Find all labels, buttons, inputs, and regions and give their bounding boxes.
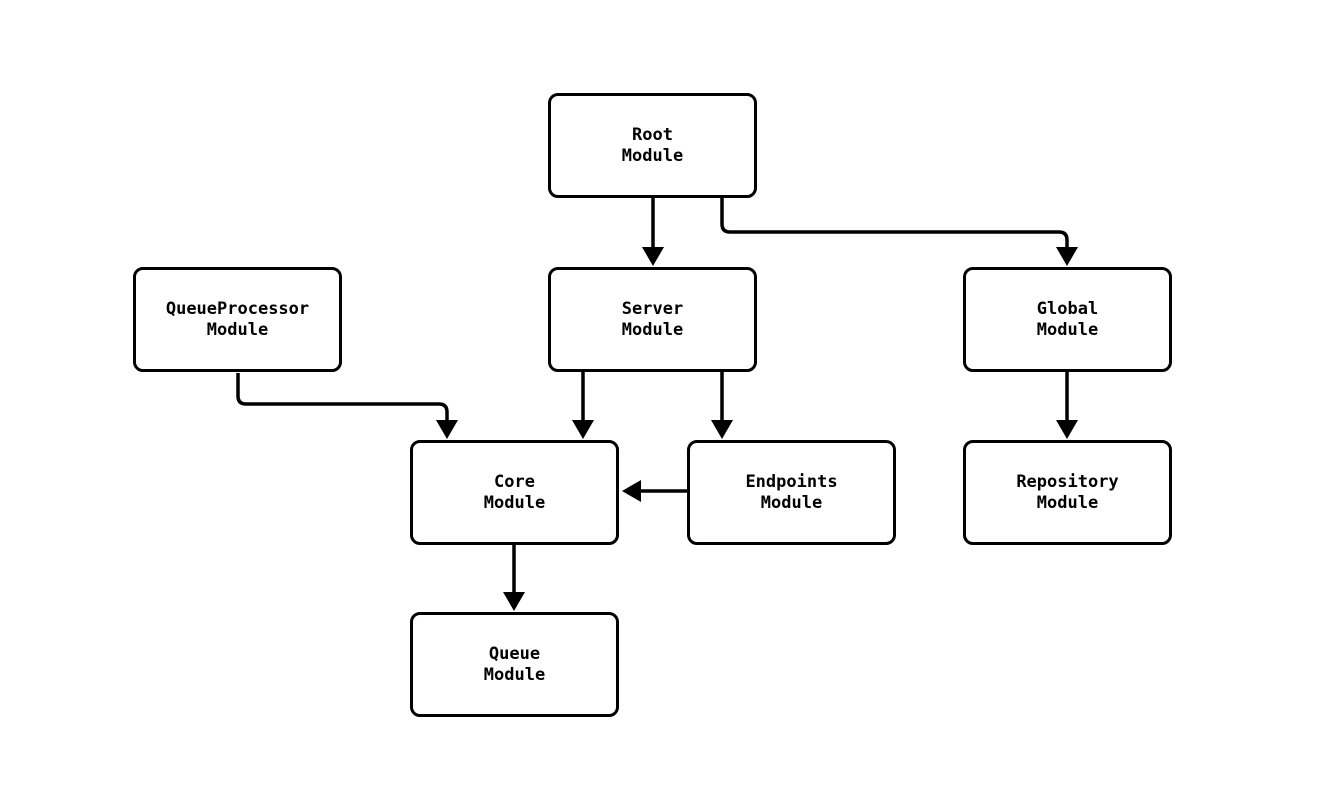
- node-repository-module: Repository Module: [963, 440, 1172, 545]
- node-repository-module-label: Repository Module: [1016, 471, 1119, 513]
- node-global-module-label: Global Module: [1036, 298, 1099, 340]
- node-queueprocessor-module: QueueProcessor Module: [133, 267, 342, 372]
- node-server-module: Server Module: [548, 267, 757, 372]
- edge-server-endpoints: [711, 372, 733, 439]
- node-server-module-label: Server Module: [621, 298, 684, 340]
- edge-global-repository: [1056, 372, 1078, 439]
- node-root-module: Root Module: [548, 93, 757, 198]
- node-queueprocessor-module-label: QueueProcessor Module: [165, 298, 310, 340]
- node-core-module: Core Module: [410, 440, 619, 545]
- node-queue-module: Queue Module: [410, 612, 619, 717]
- node-core-module-label: Core Module: [483, 471, 546, 513]
- node-endpoints-module-label: Endpoints Module: [745, 471, 838, 513]
- node-global-module: Global Module: [963, 267, 1172, 372]
- node-root-module-label: Root Module: [621, 124, 684, 166]
- node-endpoints-module: Endpoints Module: [687, 440, 896, 545]
- edge-core-queue: [503, 545, 525, 611]
- edge-root-global: [720, 198, 1078, 266]
- edge-server-core: [572, 372, 594, 439]
- edge-endpoints-core: [622, 480, 687, 502]
- node-queue-module-label: Queue Module: [483, 643, 546, 685]
- edge-root-server: [642, 198, 664, 266]
- edge-queueprocessor-core: [236, 373, 458, 439]
